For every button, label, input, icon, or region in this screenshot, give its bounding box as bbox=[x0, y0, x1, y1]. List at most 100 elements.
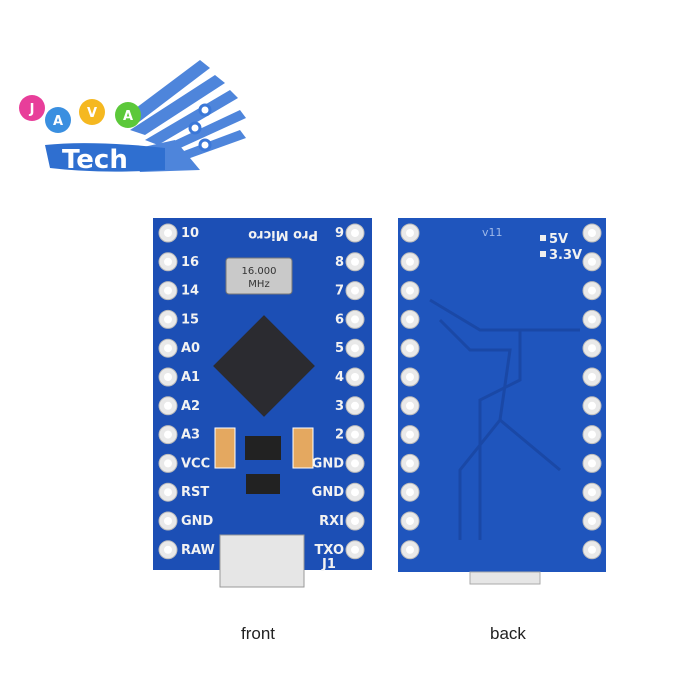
pin-label-left: A0 bbox=[181, 341, 200, 356]
logo-ball bbox=[45, 107, 71, 133]
microcontroller-chip bbox=[213, 315, 315, 417]
pin-hole bbox=[588, 459, 596, 468]
caption-back: back bbox=[490, 624, 526, 643]
pin-hole bbox=[588, 517, 596, 525]
pin-label-left: VCC bbox=[181, 456, 210, 471]
pin-label-right: 6 bbox=[335, 312, 344, 327]
pin-hole bbox=[588, 315, 596, 324]
pin-hole bbox=[406, 459, 414, 468]
capacitor bbox=[292, 427, 314, 469]
pin-hole bbox=[406, 286, 414, 295]
pin-label-left: A2 bbox=[181, 399, 200, 414]
pin-hole bbox=[406, 344, 414, 353]
pin-hole bbox=[351, 545, 359, 554]
logo-letter: J bbox=[29, 102, 35, 117]
usb-connector-back bbox=[469, 571, 541, 585]
pin-hole bbox=[406, 430, 414, 439]
pin-hole bbox=[588, 488, 596, 497]
pin-hole bbox=[164, 286, 172, 295]
pin-hole bbox=[406, 257, 414, 266]
pin-label-right: 8 bbox=[335, 255, 344, 270]
pin-hole bbox=[406, 545, 414, 554]
pin-label-left: 14 bbox=[181, 284, 199, 299]
pin-label-left: 10 bbox=[181, 226, 199, 241]
pin-hole bbox=[164, 373, 172, 381]
pin-label-left: RAW bbox=[181, 543, 215, 558]
pin-label-right: 4 bbox=[335, 370, 344, 385]
crystal-freq: 16.000 bbox=[242, 266, 277, 277]
regulator bbox=[245, 436, 281, 460]
logo-word: Tech bbox=[62, 145, 128, 175]
pin-label-right: GND bbox=[312, 456, 345, 471]
pin-hole bbox=[351, 517, 359, 525]
pin-hole bbox=[588, 401, 596, 410]
logo-letter: V bbox=[87, 106, 97, 121]
pin-hole bbox=[351, 257, 359, 266]
pin-label-right: RXI bbox=[319, 514, 344, 529]
pin-hole bbox=[406, 315, 414, 324]
pin-hole bbox=[406, 517, 414, 525]
pin-hole bbox=[351, 229, 359, 237]
pin-hole bbox=[164, 229, 172, 237]
pin-hole bbox=[164, 315, 172, 324]
pin-hole bbox=[164, 257, 172, 266]
caption-front: front bbox=[241, 624, 276, 643]
logo-letter: A bbox=[53, 114, 63, 129]
pin-label-left: A1 bbox=[181, 370, 200, 385]
version-label: v11 bbox=[482, 226, 503, 239]
jumper-label: J1 bbox=[321, 557, 336, 572]
pin-hole bbox=[588, 344, 596, 353]
pin-hole bbox=[588, 373, 596, 381]
pin-hole bbox=[351, 488, 359, 497]
pin-label-right: 7 bbox=[335, 284, 344, 299]
pin-hole bbox=[351, 373, 359, 381]
pin-hole bbox=[588, 430, 596, 439]
pin-hole bbox=[351, 430, 359, 439]
logo-letter: A bbox=[123, 109, 133, 124]
pin-label-left: 15 bbox=[181, 312, 199, 327]
pin-label-left: 16 bbox=[181, 255, 199, 270]
pin-hole bbox=[351, 286, 359, 295]
diode bbox=[246, 474, 280, 494]
pin-hole bbox=[164, 517, 172, 525]
option-3v3: 3.3V bbox=[549, 248, 582, 263]
pin-hole bbox=[351, 344, 359, 353]
pin-hole bbox=[351, 401, 359, 410]
pin-hole bbox=[351, 459, 359, 468]
pin-label-right: GND bbox=[312, 485, 345, 500]
crystal-unit: MHz bbox=[248, 279, 269, 290]
pin-hole bbox=[406, 373, 414, 381]
pin-hole bbox=[164, 545, 172, 554]
pin-hole bbox=[406, 488, 414, 497]
usb-connector bbox=[219, 534, 305, 588]
crystal bbox=[225, 257, 293, 295]
pin-label-left: RST bbox=[181, 485, 209, 500]
logo-ball bbox=[19, 95, 45, 121]
capacitor bbox=[214, 427, 236, 469]
pin-hole bbox=[588, 229, 596, 237]
pin-hole bbox=[164, 430, 172, 439]
pin-hole bbox=[164, 401, 172, 410]
pin-hole bbox=[406, 401, 414, 410]
java-tech-logo: Tech J A V A bbox=[19, 60, 246, 175]
pin-label-right: 2 bbox=[335, 428, 344, 443]
pin-hole bbox=[406, 229, 414, 237]
pin-label-left: GND bbox=[181, 514, 214, 529]
pin-hole bbox=[164, 344, 172, 353]
pin-label-left: A3 bbox=[181, 428, 200, 443]
logo-ball bbox=[79, 99, 105, 125]
logo-ball bbox=[115, 102, 141, 128]
pin-hole bbox=[164, 488, 172, 497]
pin-label-right: 5 bbox=[335, 341, 344, 356]
pin-label-right: 3 bbox=[335, 399, 344, 414]
pin-label-right: 9 bbox=[335, 226, 344, 241]
pin-hole bbox=[351, 315, 359, 324]
pin-hole bbox=[164, 459, 172, 468]
back-board: v11 5V 3.3V bbox=[398, 218, 606, 585]
pin-hole bbox=[588, 257, 596, 266]
board-title: Pro Micro bbox=[248, 227, 318, 242]
pin-hole bbox=[588, 286, 596, 295]
pin-label-right: TXO bbox=[315, 543, 344, 558]
